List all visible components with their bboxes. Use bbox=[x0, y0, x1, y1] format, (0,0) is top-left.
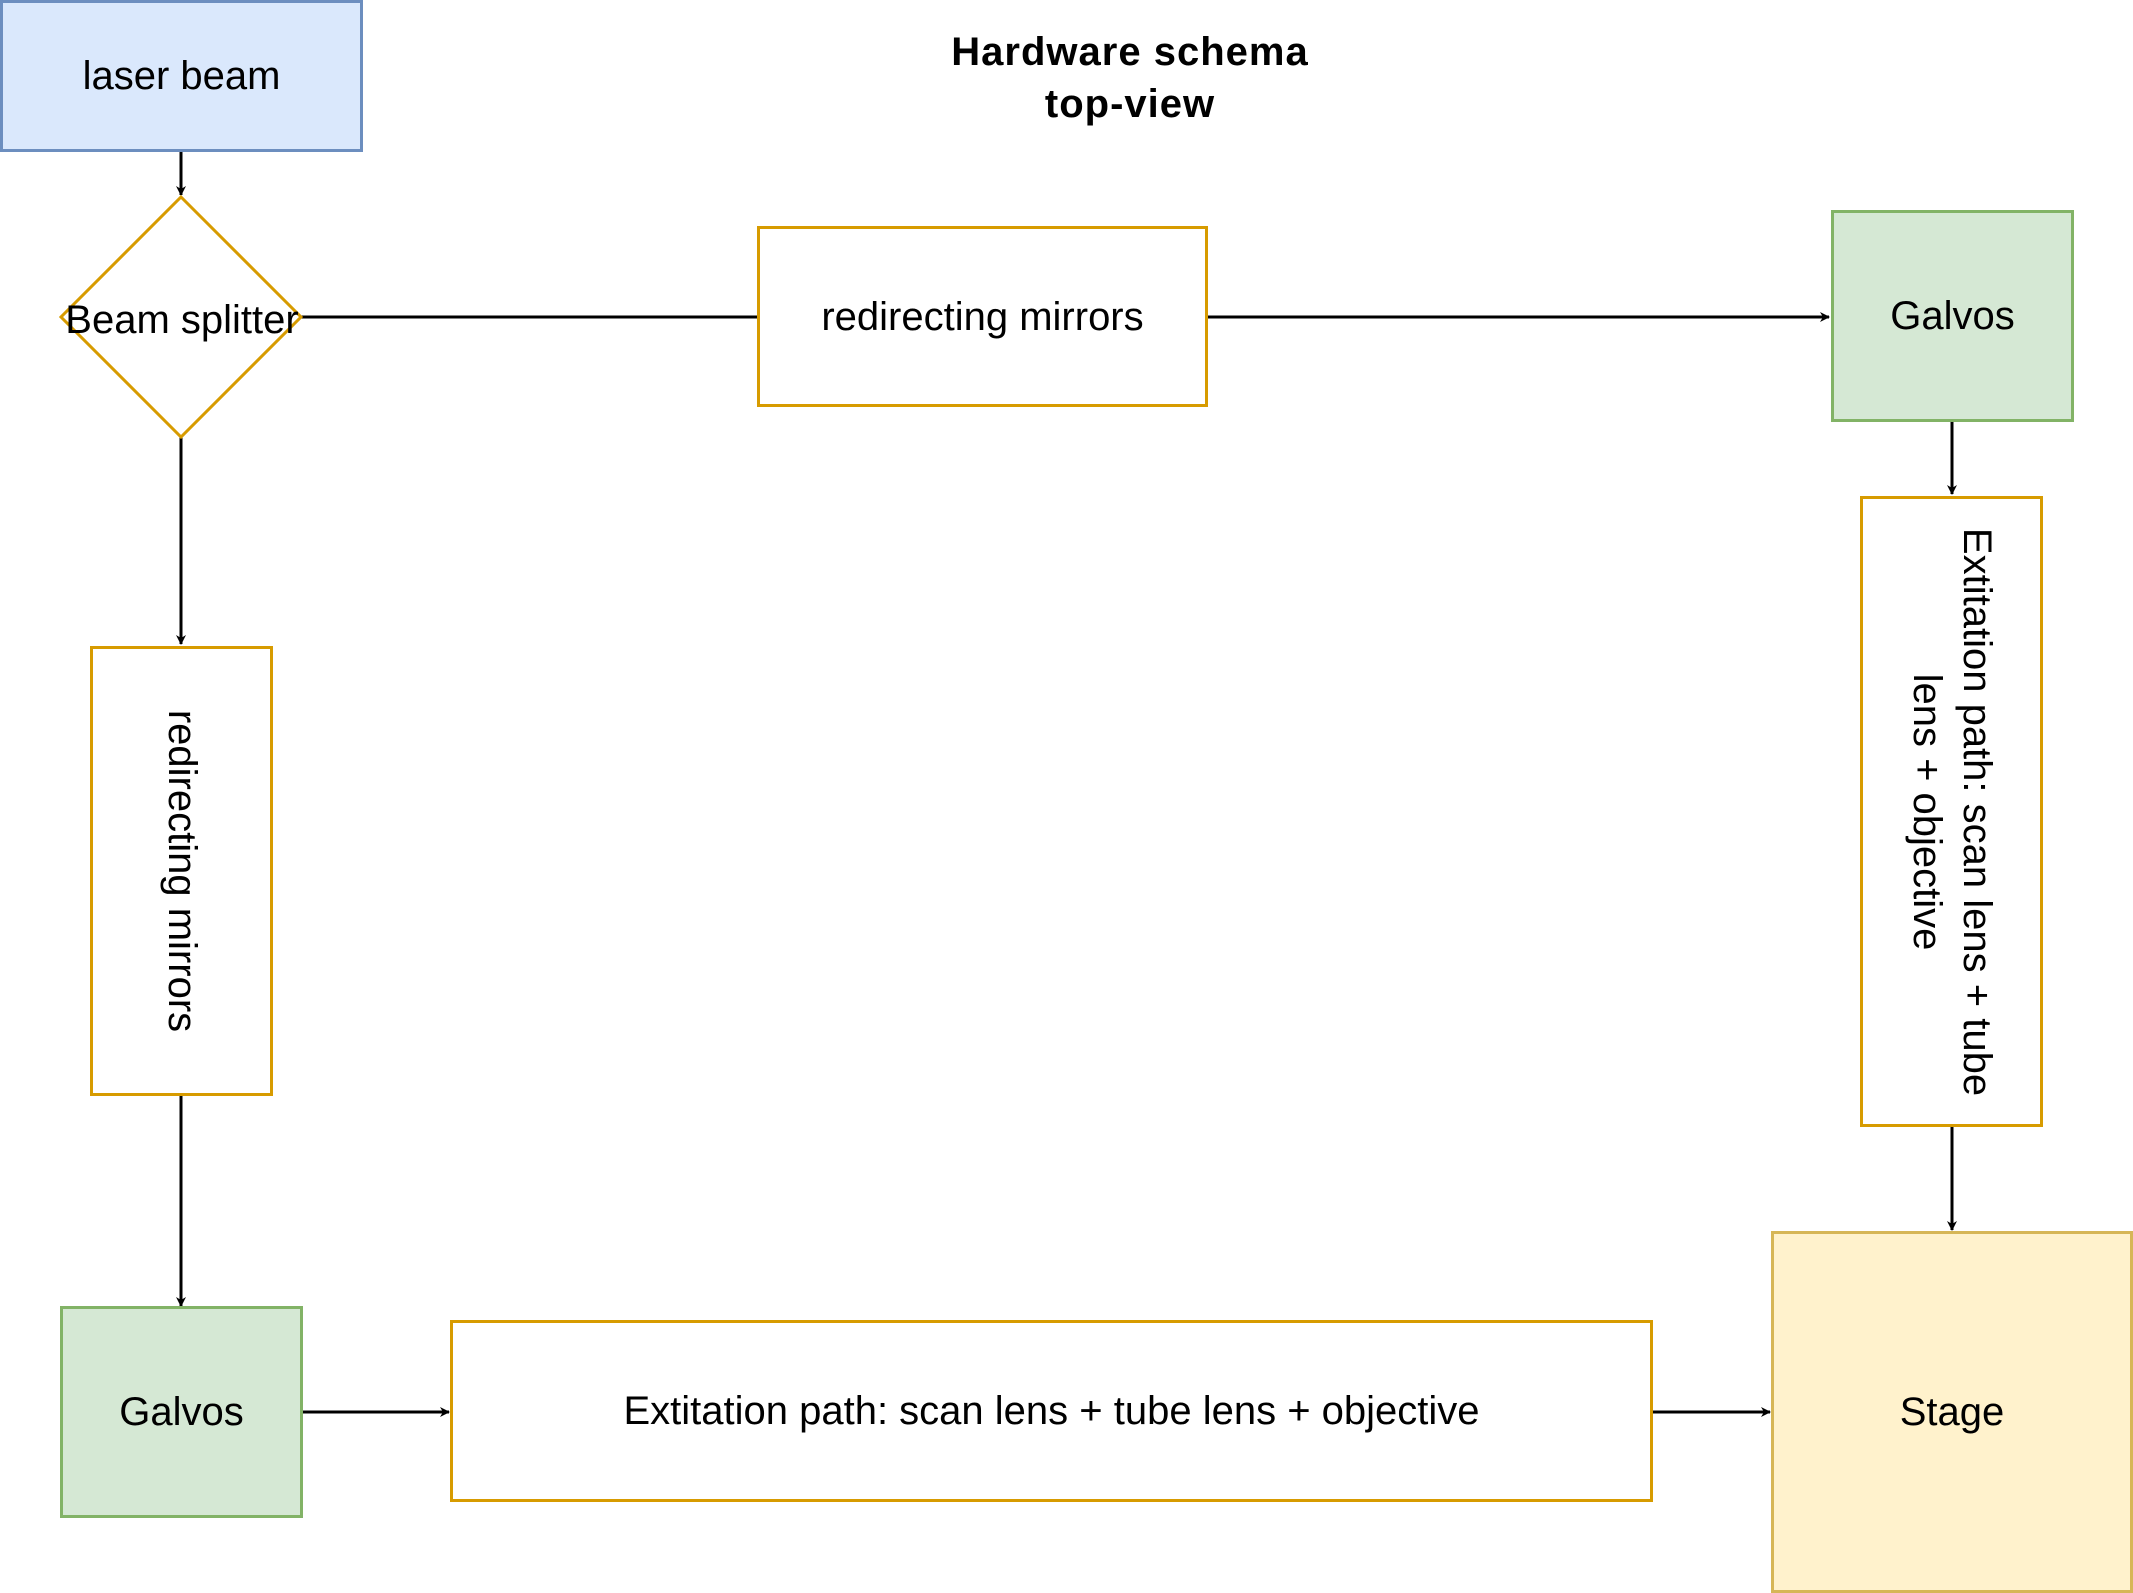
beam-splitter-label: Beam splitter bbox=[65, 298, 299, 342]
left-redirecting-mirrors-node: redirecting mirrors bbox=[90, 646, 273, 1096]
right-excitation-path-label: Extitation path: scan lens + tube lens +… bbox=[1904, 527, 1999, 1096]
diagram-subtitle: top-view bbox=[1044, 82, 1216, 126]
top-galvos-node: Galvos bbox=[1831, 210, 2074, 422]
right-excitation-path-node: Extitation path: scan lens + tube lens +… bbox=[1860, 496, 2043, 1127]
bottom-excitation-path-node: Extitation path: scan lens + tube lens +… bbox=[450, 1320, 1653, 1502]
top-redirecting-mirrors-node: redirecting mirrors bbox=[757, 226, 1208, 407]
diagram-title: Hardware schema bbox=[951, 30, 1309, 74]
beam-splitter-diamond bbox=[58, 194, 304, 440]
stage-node: Stage bbox=[1771, 1231, 2133, 1593]
laser-beam-node: laser beam bbox=[0, 0, 363, 152]
bottom-galvos-node: Galvos bbox=[60, 1306, 303, 1518]
left-redirecting-mirrors-label: redirecting mirrors bbox=[159, 709, 204, 1033]
